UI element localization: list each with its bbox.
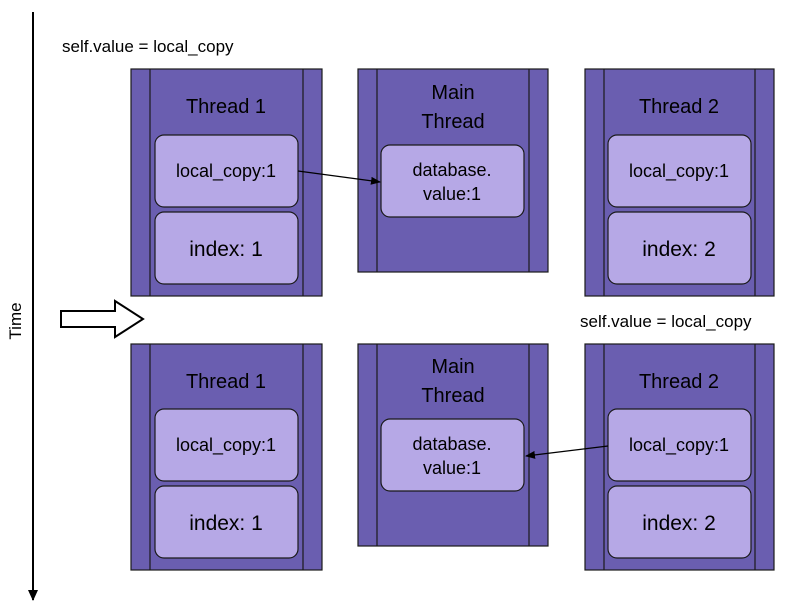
- thread-title: Thread 2: [639, 96, 719, 118]
- index-cell: [607, 211, 752, 285]
- index-label: index: 1: [189, 238, 263, 261]
- local-copy-label: local_copy:1: [176, 161, 276, 182]
- time-axis: Time: [6, 12, 38, 601]
- thread-title: Thread 1: [186, 371, 266, 393]
- local-copy-label: local_copy:1: [176, 435, 276, 456]
- local-copy-label: local_copy:1: [629, 435, 729, 456]
- local-copy-cell: [154, 408, 299, 482]
- bottom-main-thread: Main Thread database. value:1: [357, 343, 549, 547]
- thread-title-line1: Main: [431, 356, 474, 378]
- local-copy-label: local_copy:1: [629, 161, 729, 182]
- index-cell: [154, 211, 299, 285]
- database-label-line1: database.: [412, 160, 491, 180]
- thread-title-line1: Main: [431, 82, 474, 104]
- top-thread-1: Thread 1 local_copy:1 index: 1: [130, 68, 323, 297]
- database-cell: [380, 144, 525, 218]
- time-axis-label: Time: [6, 302, 25, 339]
- thread-title-line2: Thread: [421, 111, 484, 133]
- top-main-thread: Main Thread database. value:1: [357, 68, 549, 273]
- database-label-line2: value:1: [423, 458, 481, 478]
- bottom-write-arrow: [525, 445, 609, 459]
- index-label: index: 2: [642, 512, 716, 535]
- local-copy-cell: [607, 408, 752, 482]
- bottom-thread-2: Thread 2 local_copy:1 index: 2: [584, 343, 775, 571]
- index-cell: [607, 485, 752, 559]
- index-label: index: 2: [642, 238, 716, 261]
- thread-title: Thread 1: [186, 96, 266, 118]
- thread-title-line2: Thread: [421, 385, 484, 407]
- top-note: self.value = local_copy: [62, 37, 234, 56]
- database-label-line1: database.: [412, 434, 491, 454]
- database-label-line2: value:1: [423, 184, 481, 204]
- top-write-arrow: [297, 170, 381, 185]
- bottom-thread-1: Thread 1 local_copy:1 index: 1: [130, 343, 323, 571]
- thread-title: Thread 2: [639, 371, 719, 393]
- local-copy-cell: [607, 134, 752, 208]
- index-label: index: 1: [189, 512, 263, 535]
- index-cell: [154, 485, 299, 559]
- hollow-right-arrow-icon: [60, 299, 145, 339]
- bottom-note: self.value = local_copy: [580, 312, 752, 331]
- top-thread-2: Thread 2 local_copy:1 index: 2: [584, 68, 775, 297]
- database-cell: [380, 418, 525, 492]
